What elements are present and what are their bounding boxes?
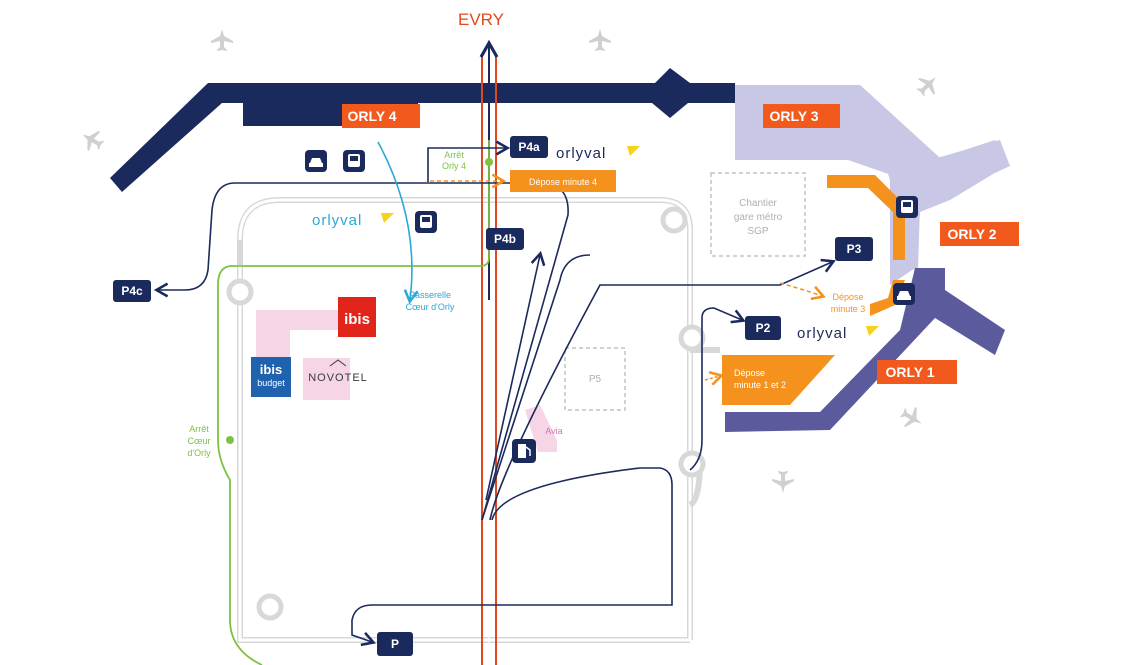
ibis-budget-text-1: ibis <box>260 362 282 377</box>
parking-label-p5: P5 <box>589 374 602 385</box>
north-label: EVRY <box>458 10 504 29</box>
arret-coeur-label-1: Arrêt <box>189 424 209 434</box>
parking-label-p4b: P4b <box>494 232 516 246</box>
taxi-icon <box>893 283 915 305</box>
ibis-budget-logo: ibis budget <box>251 357 291 397</box>
orlyval-text-3: orlyval <box>797 325 847 342</box>
orlyval-text-1: orlyval <box>556 145 606 162</box>
avia-area <box>525 405 557 452</box>
parking-label-p3: P3 <box>847 242 862 256</box>
parking-tag-p4b[interactable]: P4b <box>486 228 524 250</box>
bus-icon <box>896 196 918 218</box>
passerelle-arrow <box>377 141 419 305</box>
p5-zone <box>564 347 626 411</box>
depose12-label-1: Dépose <box>734 368 765 378</box>
arret-orly4-label-2: Orly 4 <box>442 161 466 171</box>
terminal-label-orly1: ORLY 1 <box>885 364 934 380</box>
terminal-label-orly4: ORLY 4 <box>347 108 396 124</box>
parking-tag-p[interactable]: P <box>377 632 413 656</box>
orly4-building <box>110 68 735 192</box>
depose3-label-2: minute 3 <box>831 304 866 314</box>
fuel-icon <box>512 439 536 463</box>
arret-coeur-label-3: d'Orly <box>187 448 211 458</box>
parking-label-p2: P2 <box>756 321 771 335</box>
novotel-text: NOVOTEL <box>308 372 368 384</box>
parking-label-p4c: P4c <box>121 284 143 298</box>
arret-orly4-label-1: Arrêt <box>444 150 464 160</box>
depose12-arrow <box>704 371 725 386</box>
parking-label-p4a: P4a <box>518 140 540 154</box>
rail-line <box>481 55 497 665</box>
terminal-label-orly3: ORLY 3 <box>769 108 818 124</box>
terminal-tag-orly4[interactable]: ORLY 4 <box>342 104 420 128</box>
ibis-budget-text-2: budget <box>257 378 285 388</box>
parking-label-p: P <box>391 637 399 651</box>
orlyval-logo-3: orlyval <box>797 325 879 342</box>
arret-orly4-stop <box>485 158 493 166</box>
chantier-label-2: gare métro <box>734 212 783 223</box>
depose4-label: Dépose minute 4 <box>529 177 597 187</box>
p3-structure <box>827 175 905 260</box>
terminal-label-orly2: ORLY 2 <box>947 226 996 242</box>
depose3-arrow <box>779 282 826 301</box>
ibis-logo: ibis <box>338 297 376 337</box>
novotel-logo: NOVOTEL <box>308 359 368 384</box>
orly2-connector <box>895 140 1010 270</box>
chantier-zone <box>710 172 806 257</box>
orlyval-logo-1: orlyval <box>556 145 640 162</box>
orlyval-line <box>217 140 490 665</box>
parking-tag-p4a[interactable]: P4a <box>510 136 548 158</box>
arret-coeur-stop <box>226 436 234 444</box>
ibis-text: ibis <box>344 311 370 328</box>
depose-1-2-zone <box>722 355 835 405</box>
chantier-label-1: Chantier <box>739 198 777 209</box>
parking-tag-p2[interactable]: P2 <box>745 316 781 340</box>
parking-tag-p4c[interactable]: P4c <box>113 280 151 302</box>
taxi-icon <box>305 150 327 172</box>
road-routes <box>153 140 836 647</box>
arret-coeur-label-2: Cœur <box>188 436 211 446</box>
orly1-building <box>725 268 1005 432</box>
bus-icon <box>415 211 437 233</box>
terminal-tag-orly2[interactable]: ORLY 2 <box>940 222 1019 246</box>
chantier-label-3: SGP <box>747 226 768 237</box>
depose-minute-4[interactable]: Dépose minute 4 <box>510 170 616 192</box>
terminal-tag-orly1[interactable]: ORLY 1 <box>877 360 957 384</box>
novotel-area <box>303 358 350 400</box>
parking-tag-p3[interactable]: P3 <box>835 237 873 261</box>
passerelle-label-2: Cœur d'Orly <box>406 302 455 312</box>
passerelle-label-1: Passerelle <box>409 290 451 300</box>
depose12-label-2: minute 1 et 2 <box>734 380 786 390</box>
roundabouts <box>226 206 706 621</box>
depose3-label-1: Dépose <box>832 292 863 302</box>
terminal-tag-orly3[interactable]: ORLY 3 <box>763 104 840 128</box>
orlyval-text-2: orlyval <box>312 212 362 229</box>
avia-label: Avia <box>545 426 562 436</box>
orlyval-logo-2: orlyval <box>312 212 394 229</box>
bus-icon <box>343 150 365 172</box>
